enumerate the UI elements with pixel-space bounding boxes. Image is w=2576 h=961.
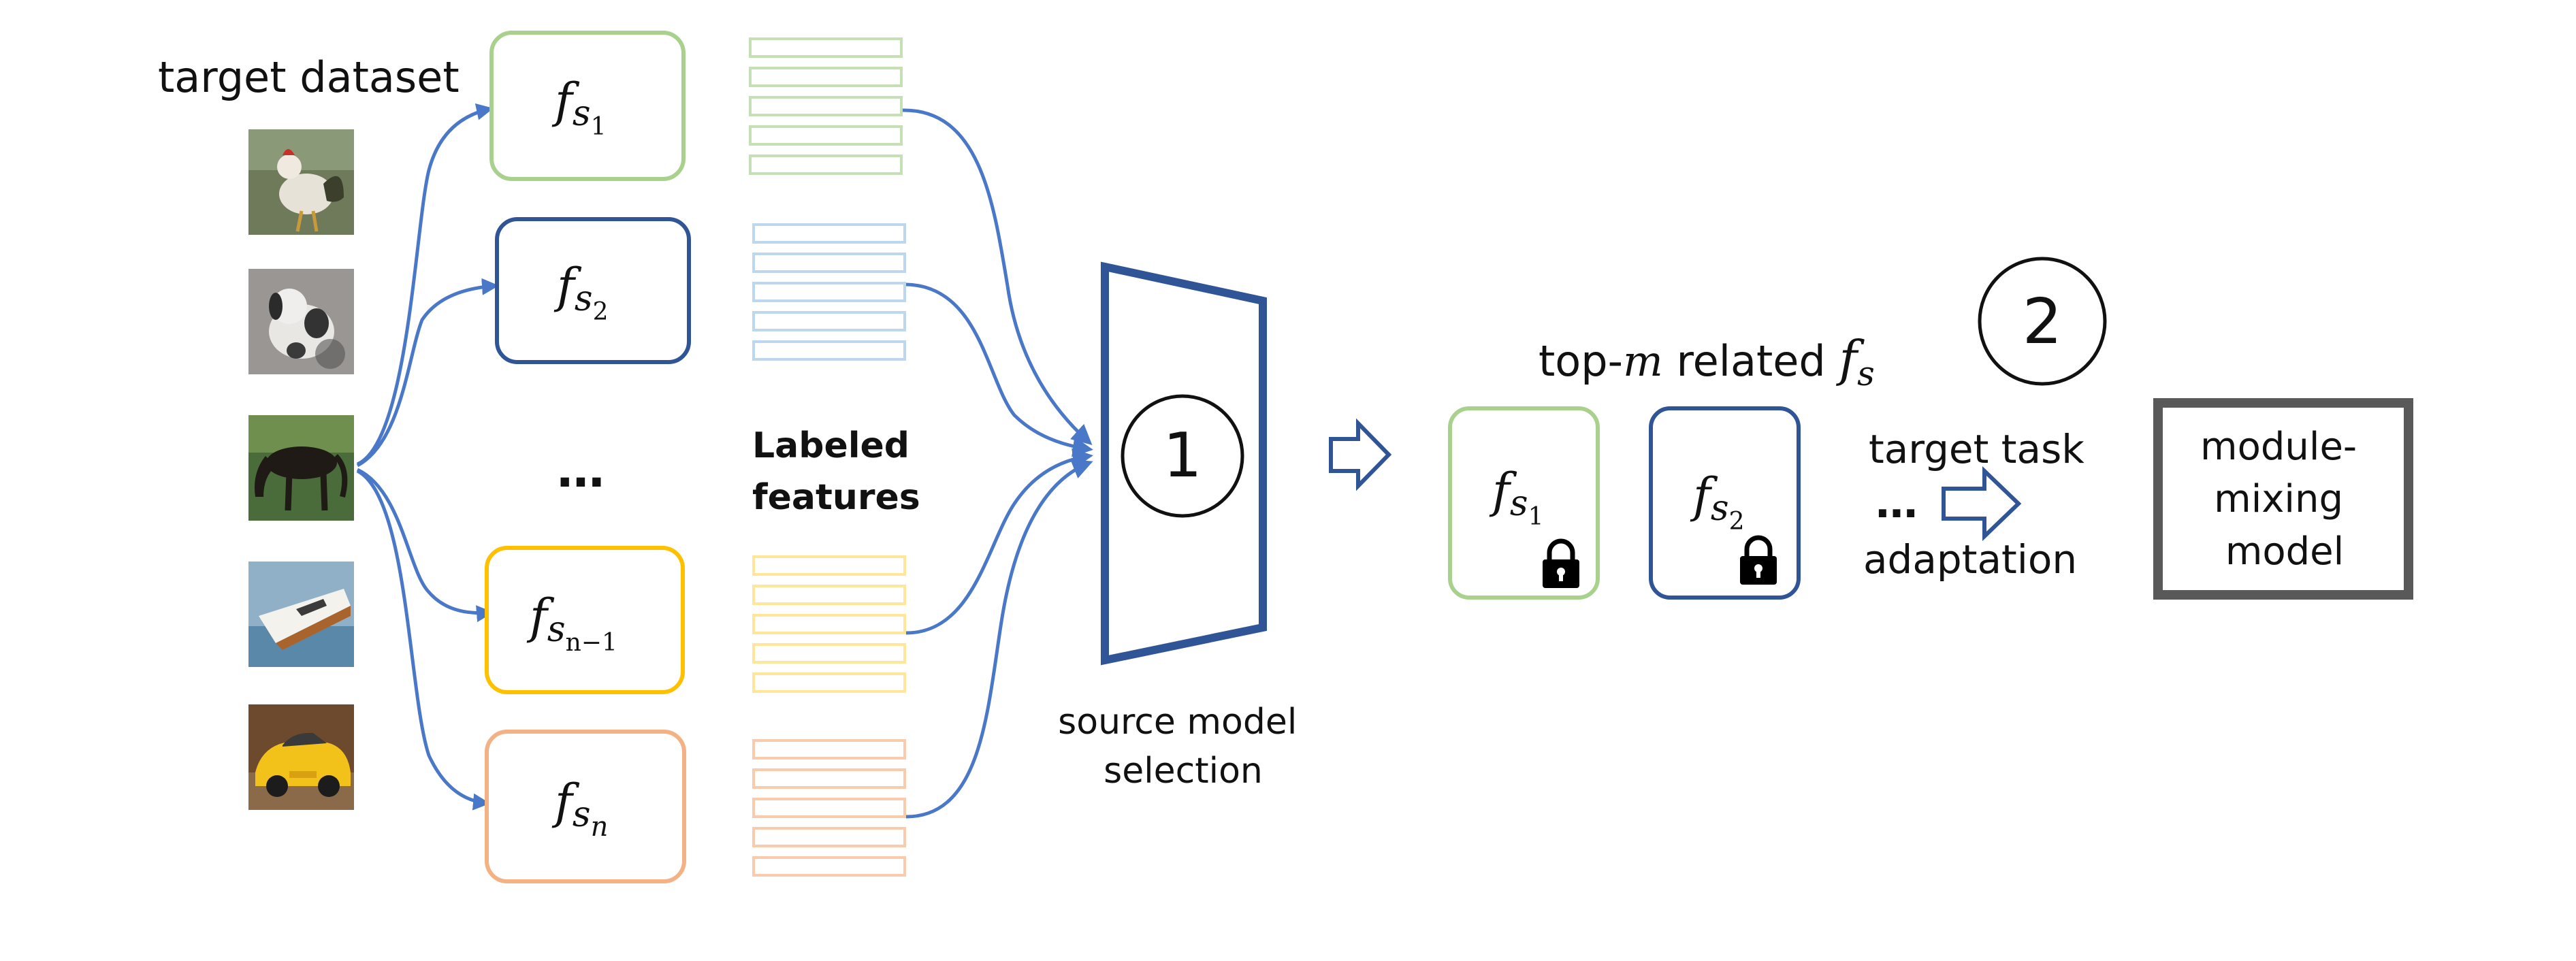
feature-stacks (749, 37, 906, 877)
feature-stack-n-1 (752, 555, 906, 693)
source-model-box-n-1 (485, 546, 685, 694)
feature-arrow-2 (905, 282, 1093, 457)
step-2-circle (1978, 257, 2107, 386)
arrow-to-model-n (356, 469, 490, 811)
source-model-box-1 (489, 31, 686, 181)
feature-arrow-n-1 (905, 448, 1093, 635)
models-ellipsis: … (557, 442, 605, 498)
top-m-label: top-m related fs (1539, 330, 1875, 393)
source-model-label-n: fsn (551, 774, 608, 843)
source-model-box-2 (495, 217, 691, 364)
step-2-number: 2 (2023, 285, 2063, 358)
rooster-image (248, 129, 354, 235)
arrow-to-model-n-1 (356, 468, 494, 623)
selected-models-ellipsis: … (1875, 478, 1918, 527)
module-mixing-model-label: module- mixing model (2200, 425, 2369, 574)
target-task-adaptation-label: target task adaptation (1863, 426, 2097, 583)
module-mixing-model-box (2153, 398, 2413, 600)
horse-image (248, 415, 354, 521)
feature-arrows (902, 108, 1093, 819)
step-1-number: 1 (1163, 420, 1202, 491)
source-model-label-n-1: fsn−1 (526, 589, 617, 657)
feature-stack-n (752, 739, 906, 877)
feature-stack-1 (749, 37, 903, 175)
labeled-features-label: Labeled features (752, 425, 922, 518)
feature-stack-2 (752, 223, 906, 361)
boat-image (248, 561, 354, 667)
fanout-arrows (356, 103, 499, 811)
source-model-selection-label: source model selection (1058, 702, 1308, 792)
source-model-box-n (485, 730, 686, 883)
selected-model-label-2: fs2 (1690, 468, 1745, 536)
flow-arrow-1 (1329, 418, 1392, 491)
car-image (248, 704, 354, 810)
step-1-circle (1121, 394, 1244, 518)
lock-icon (1740, 535, 1777, 585)
feature-arrow-1 (902, 108, 1093, 446)
selected-model-box-1 (1448, 406, 1600, 600)
arrow-to-model-2 (356, 278, 499, 468)
source-models: fs1 fs2 fsn−1 fsn (485, 31, 691, 883)
arrow-to-model-1 (356, 103, 494, 466)
target-dataset-label: target dataset (158, 52, 460, 102)
lock-icon (1543, 538, 1579, 588)
dog-image (248, 269, 354, 374)
flow-arrow-2 (1942, 466, 2022, 542)
selected-model-box-2 (1649, 406, 1801, 600)
dataset-images (248, 129, 354, 810)
selected-model-label-1: fs1 (1489, 463, 1544, 531)
feature-arrow-n (905, 459, 1093, 819)
